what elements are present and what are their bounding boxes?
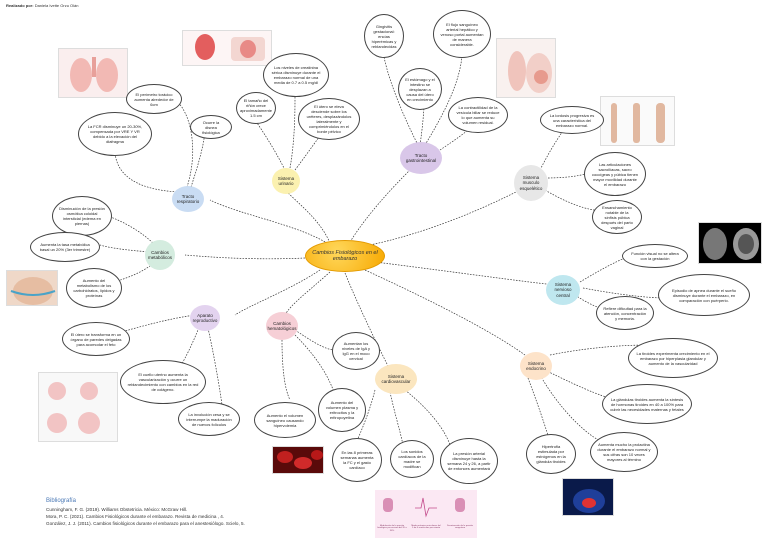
bubble-cardiovascular-3: La presión arterial disminuye hasta la s… [440,438,498,484]
bubble-metabolicos-3: Aumento del metabolismo de los carbohidr… [66,268,122,308]
bubble-endocrino-3: Aumenta mucho la prolactina durante el e… [590,432,658,472]
bibliography-entry: Mora, P. C. (2021). Cambios Fisiológicos… [46,513,225,519]
bibliography-title: Bibliografía [46,498,77,504]
node-endocrino: Sistema endocrino [520,352,552,380]
node-musculo-esqueletico: Sistema musculo esquelético [514,165,548,201]
bibliography-entry: González, J. J. (2011). Cambios fisiológ… [46,520,245,526]
ecg-caption: Modo arritmias auriculares del 1 de 6 ve… [411,525,441,530]
bubble-musculo-1: La lordosis progresiva es una caracterís… [540,106,604,134]
author-name: Daniela Ivette Orzu Olán [34,3,79,8]
bubble-metabolicos-1: Disminución de la presión osmótica coloi… [52,196,112,236]
bubble-hematologicos-3: Aumento el volumen sanguíneo causando hi… [254,402,316,438]
bubble-cardiovascular-2: Los sonidos cardíacos de la madre se mod… [390,440,434,478]
kidney-illustration [182,30,272,66]
lungs-illustration [58,48,128,98]
author-label: Realizado por: [6,3,34,8]
ecg-caption: Desaturación de la presión sanguínea [446,525,474,530]
node-gastrointestinal: Tracto gastrointestinal [400,142,442,174]
bubble-endocrino-1: La tiroides experimenta crecimiento en e… [628,338,718,378]
node-metabolicos: Cambios metabólicos [145,240,175,270]
bubble-reproductivo-2: El cuello uterino aumenta la vasculariza… [120,360,206,404]
bubble-urinario-3: El útero se eleva desciende sobre los ur… [298,98,360,140]
bubble-nervioso-2: Episodio de apnea durante el sueño dismi… [658,274,750,316]
central-topic: Cambios Fisiológicos en el embarazo [305,240,385,272]
bubble-gastro-1: Gingivitis gestacional: encías hiperémic… [364,14,404,58]
author-line: Realizado por: Daniela Ivette Orzu Olán [6,3,79,8]
bubble-reproductivo-3: La involución cesa y se interrumpe la ma… [178,402,240,436]
bubble-gastro-4: La contractilidad de la vesícula biliar … [448,97,508,133]
bubble-metabolicos-2: Aumenta la tasa metabólica basal un 20% … [30,232,100,262]
bubble-hematologicos-1: Aumentan los niveles de IgA y IgG en el … [332,332,380,370]
brain-mri-image [698,222,762,264]
ecg-chart-image: Modulación de la presión fisiológica por… [375,490,477,538]
red-blood-cells-image [272,446,324,474]
bubble-reproductivo-1: El útero se transforma en un órgano de p… [62,322,130,356]
bubble-urinario-2: Los niveles de creatinina sérica disminu… [263,53,329,97]
node-reproductivo: Aparato reproductivo [190,305,220,331]
bubble-musculo-2: Las articulaciones sacroilíacas, sacro c… [584,152,646,196]
bubble-respiratorio-2: Ocurre la disnea fisiológica [190,115,232,139]
node-nervioso-central: Sistema nervioso central [546,275,580,305]
pregnancy-organs-illustration [496,38,556,98]
bubble-endocrino-2: La glándulas tiroides aumenta la síntesi… [602,384,692,424]
node-urinario: Sistema urinario [272,168,300,194]
node-cardiovascular: Sistema cardiovascular [375,364,417,394]
bubble-endocrino-4: Hipertrofia estimulada por estrógenos en… [526,434,576,474]
belly-measure-photo [6,270,58,306]
bubble-nervioso-1: Función visual no se altera con la gesta… [622,244,688,268]
bubble-respiratorio-3: La FCR disminuye un 20-30%, compensada p… [78,112,152,156]
bubble-cardiovascular-1: En las 8 primeras semanas aumenta la FC … [332,438,382,482]
node-hematologicos: Cambios hematológicos [266,312,298,340]
uterus-stages-illustration [38,372,118,442]
thyroid-scan-image [562,478,614,516]
bubble-gastro-2: El flujo sanguíneo arterial hepático y v… [433,10,491,58]
bubble-musculo-3: Ensanchamiento notable de la sínfisis pú… [592,200,642,234]
bubble-gastro-3: El estómago y el intestino se desplazan … [398,68,442,110]
bibliography-entry: Cunningham, F. G. (2019). Williams Obste… [46,507,188,512]
ecg-caption: Modulación de la presión fisiológica por… [377,525,407,532]
bubble-hematologicos-2: Aumento del volumen plasma y eritrocitos… [318,388,366,432]
node-respiratorio: Tracto respiratorio [172,186,204,212]
bibliography: Bibliografía Cunningham, F. G. (2019). W… [46,497,245,528]
posture-illustration [600,96,675,146]
bubble-nervioso-3: Refiere dificultad para la atención, con… [596,296,654,330]
bubble-respiratorio-1: El perímetro torácico aumenta alrededor … [126,84,182,114]
bubble-urinario-1: El tamaño del riñón crece aproximadament… [236,92,276,124]
